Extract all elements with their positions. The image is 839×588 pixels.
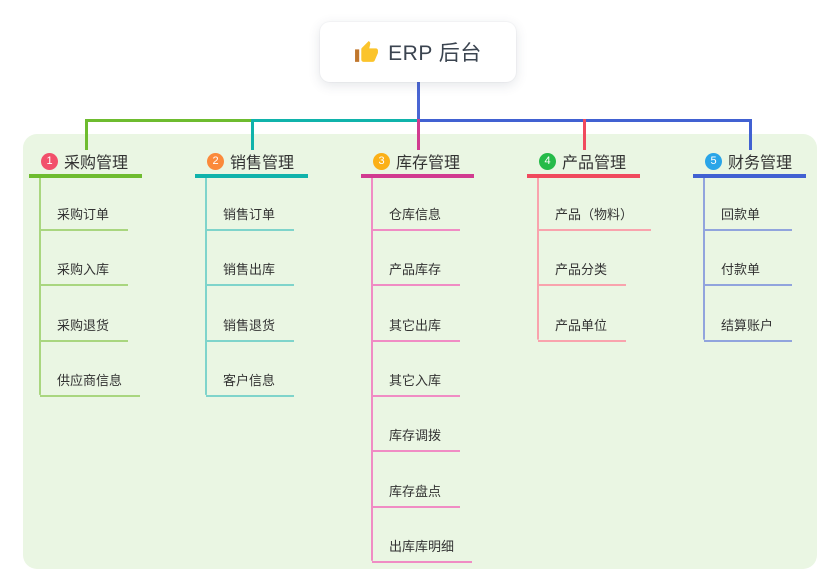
child-node-label: 销售退货 xyxy=(223,317,276,333)
branch-node-label: 销售管理 xyxy=(230,155,295,172)
child-node[interactable]: 销售退货 xyxy=(206,313,294,342)
child-node[interactable]: 库存调拨 xyxy=(372,423,460,453)
child-node[interactable]: 产品分类 xyxy=(538,257,626,287)
child-node-label: 销售订单 xyxy=(223,207,276,222)
branches-panel xyxy=(23,134,817,569)
child-node-label: 其它出库 xyxy=(389,317,442,333)
child-node-label: 客户信息 xyxy=(223,372,276,388)
branch-number-badge: 2 xyxy=(207,152,224,170)
branch-number-badge: 5 xyxy=(705,152,722,170)
child-node[interactable]: 采购订单 xyxy=(40,202,128,231)
child-node-label: 供应商信息 xyxy=(57,372,123,388)
child-node-label: 采购订单 xyxy=(57,207,110,222)
branch-number-badge: 4 xyxy=(539,152,556,170)
thumbs-up-icon xyxy=(355,40,379,62)
child-node[interactable]: 供应商信息 xyxy=(40,368,141,397)
child-node[interactable]: 库存盘点 xyxy=(372,479,460,508)
child-node[interactable]: 销售出库 xyxy=(206,257,294,287)
child-node[interactable]: 采购入库 xyxy=(40,257,128,287)
child-node-label: 库存调拨 xyxy=(389,428,442,444)
child-node-label: 产品（物料） xyxy=(555,207,634,222)
child-node[interactable]: 结算账户 xyxy=(704,313,792,342)
root-node[interactable]: ERP 后台 xyxy=(320,22,516,82)
child-node[interactable]: 采购退货 xyxy=(40,313,128,342)
child-node-label: 出库库明细 xyxy=(389,538,455,554)
branch-node-2[interactable]: 2 销售管理 xyxy=(195,148,308,178)
child-node-label: 回款单 xyxy=(721,207,761,222)
child-node-label: 结算账户 xyxy=(721,317,774,333)
branch-number-badge: 3 xyxy=(373,152,390,170)
child-node-label: 库存盘点 xyxy=(389,483,442,499)
child-node[interactable]: 出库库明细 xyxy=(372,534,473,563)
child-node[interactable]: 客户信息 xyxy=(206,368,294,397)
child-node-label: 付款单 xyxy=(721,262,761,278)
root-node-label: ERP 后台 xyxy=(388,42,482,65)
child-node[interactable]: 产品单位 xyxy=(538,313,626,342)
branch-node-5[interactable]: 5 财务管理 xyxy=(693,148,806,178)
child-node[interactable]: 其它出库 xyxy=(372,313,460,342)
child-node-label: 采购入库 xyxy=(57,262,110,278)
branch-node-3[interactable]: 3 库存管理 xyxy=(361,148,474,178)
branch-node-label: 采购管理 xyxy=(64,155,129,172)
child-node[interactable]: 其它入库 xyxy=(372,368,460,397)
branch-node-1[interactable]: 1 采购管理 xyxy=(29,148,142,178)
child-node[interactable]: 产品库存 xyxy=(372,257,460,287)
child-node[interactable]: 付款单 xyxy=(704,257,792,287)
child-node-label: 产品库存 xyxy=(389,262,442,278)
child-node-label: 仓库信息 xyxy=(389,207,442,222)
branch-node-label: 库存管理 xyxy=(396,155,461,172)
child-node[interactable]: 产品（物料） xyxy=(538,202,652,231)
child-node[interactable]: 销售订单 xyxy=(206,202,294,231)
child-node[interactable]: 回款单 xyxy=(704,202,792,231)
child-node-label: 采购退货 xyxy=(57,317,110,333)
branch-node-4[interactable]: 4 产品管理 xyxy=(527,148,640,178)
child-node-label: 其它入库 xyxy=(389,372,442,388)
child-node-label: 产品单位 xyxy=(555,317,608,333)
child-node[interactable]: 仓库信息 xyxy=(372,202,460,231)
child-node-label: 产品分类 xyxy=(555,262,608,278)
child-node-label: 销售出库 xyxy=(223,262,276,278)
branch-number-badge: 1 xyxy=(41,152,58,170)
branch-node-label: 财务管理 xyxy=(728,155,793,172)
branch-node-label: 产品管理 xyxy=(562,155,627,172)
